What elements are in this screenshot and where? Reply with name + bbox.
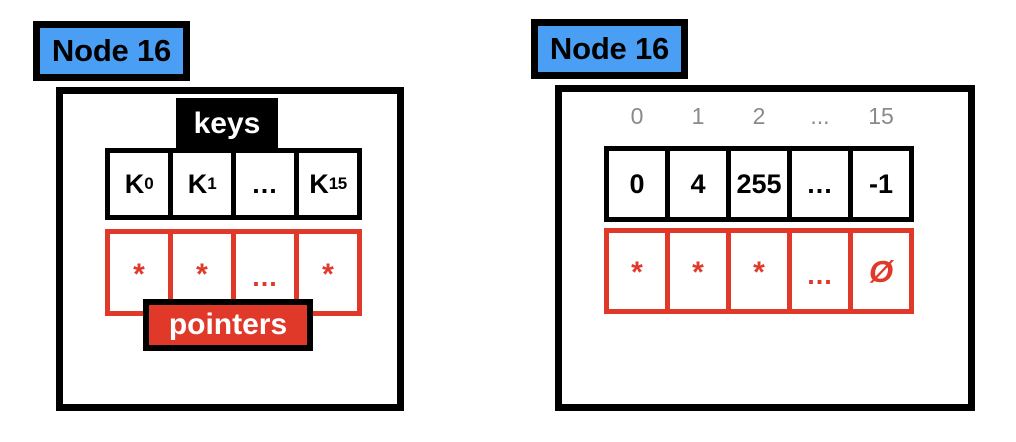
index-label-ellipsis: ...	[810, 103, 830, 129]
key-subscript: 1	[207, 174, 217, 193]
index-label: 1	[691, 103, 705, 129]
index-label-row: 0 1 2 ... 15	[604, 103, 914, 130]
pointer-star-glyph: *	[133, 257, 145, 291]
pointer-cell: *	[726, 228, 792, 314]
value-cell: 255	[726, 146, 792, 222]
pointer-star-glyph: *	[196, 257, 208, 291]
pointer-star-glyph: *	[753, 256, 765, 289]
value-cell: -1	[848, 146, 914, 222]
value-cell-ellipsis: ...	[787, 146, 853, 222]
pointer-star-glyph: *	[631, 256, 643, 289]
index-label: 2	[752, 103, 766, 129]
key-subscript: 15	[328, 174, 347, 193]
index-label: 0	[630, 103, 644, 129]
null-pointer-icon: Ø	[868, 253, 894, 289]
pointers-caption-label: pointers	[143, 299, 313, 351]
key-base: K	[309, 168, 329, 199]
ellipsis-glyph: ...	[807, 260, 833, 290]
pointer-cell-null: Ø	[848, 228, 914, 314]
ellipsis-glyph: ...	[252, 262, 278, 292]
node-title-tag-abstract: Node 16	[33, 21, 190, 81]
pointers-row-concrete: * * * ... Ø	[604, 228, 914, 314]
key-base: K	[187, 168, 208, 199]
values-row-concrete: 0 4 255 ... -1	[604, 146, 914, 222]
pointer-cell: *	[665, 228, 731, 314]
pointer-cell-ellipsis: ...	[787, 228, 853, 314]
key-subscript: 0	[144, 174, 154, 193]
node-title-tag-concrete: Node 16	[531, 19, 688, 79]
value-cell: 0	[604, 146, 670, 222]
key-base: K	[124, 168, 145, 199]
pointer-cell: *	[604, 228, 670, 314]
value-cell: 4	[665, 146, 731, 222]
pointer-star-glyph: *	[322, 257, 334, 291]
pointer-cell: *	[105, 229, 173, 316]
keys-caption-label: keys	[176, 98, 278, 150]
index-label: 15	[868, 103, 894, 129]
ellipsis-glyph: ...	[252, 168, 278, 199]
pointer-star-glyph: *	[692, 256, 704, 289]
key-cell-ellipsis: ...	[231, 148, 299, 220]
